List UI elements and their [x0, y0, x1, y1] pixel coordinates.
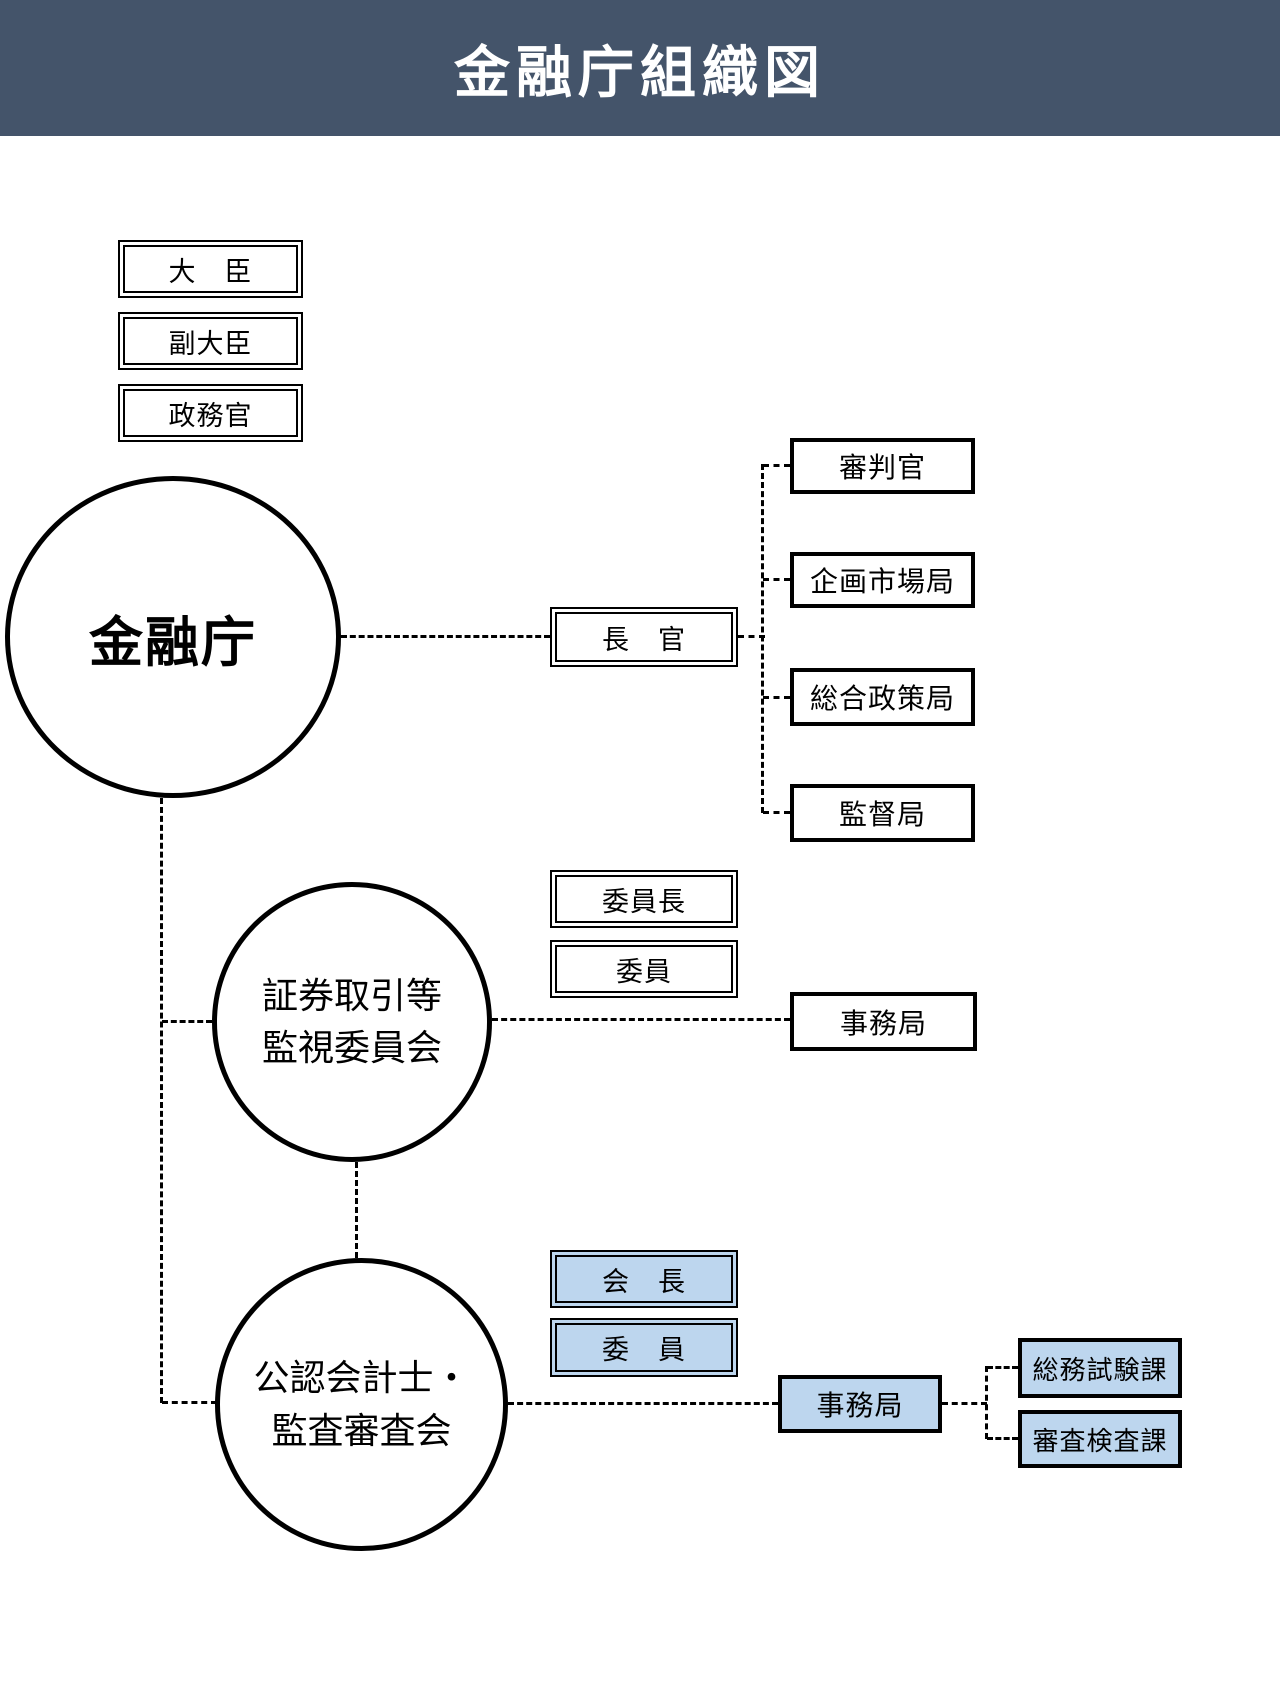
cpaaob-chairperson-box: 会 長 [550, 1250, 738, 1308]
parliamentary-secretary-box: 政務官 [118, 384, 303, 442]
commissioner-box: 長 官 [550, 607, 738, 667]
cpaaob-label-line2: 監査審査会 [271, 1409, 452, 1451]
connector-secretariat-junction [942, 1402, 987, 1405]
connector-left-trunk [160, 798, 163, 1403]
sesc-secretariat-box: 事務局 [790, 992, 977, 1051]
sesc-circle: 証券取引等 監視委員会 [212, 882, 492, 1162]
bureau-label: 審判官 [838, 452, 926, 483]
vice-minister-label: 副大臣 [123, 317, 298, 365]
division-label: 総務試験課 [1032, 1354, 1168, 1385]
cpaaob-commissioners-label: 委 員 [555, 1323, 733, 1372]
connector-divisions-vertical [985, 1366, 988, 1439]
connector-cpaaob-secretariat [508, 1402, 778, 1405]
cpaaob-secretariat-label: 事務局 [816, 1390, 904, 1421]
connector-bureau-3 [763, 696, 790, 699]
minister-box: 大 臣 [118, 240, 303, 298]
division-box-general-affairs-exam: 総務試験課 [1018, 1338, 1182, 1398]
sesc-label-line2: 監視委員会 [261, 1027, 442, 1068]
vice-minister-box: 副大臣 [118, 312, 303, 370]
bureau-label: 企画市場局 [809, 566, 955, 597]
connector-trunk-cpaaob [162, 1401, 217, 1404]
division-label: 審査検査課 [1032, 1425, 1168, 1456]
cpaaob-secretariat-box: 事務局 [778, 1375, 942, 1433]
connector-commissioner-junction [738, 635, 765, 638]
cpaaob-circle: 公認会計士・ 監査審査会 [215, 1258, 508, 1551]
division-box-review-inspection: 審査検査課 [1018, 1410, 1182, 1468]
bureau-label: 監督局 [838, 799, 926, 830]
bureau-box-hearing-officer: 審判官 [790, 438, 975, 494]
cpaaob-commissioners-box: 委 員 [550, 1318, 738, 1377]
sesc-commissioners-label: 委員 [555, 945, 733, 993]
fsa-circle: 金融庁 [5, 476, 341, 798]
bureau-box-policy-markets: 企画市場局 [790, 552, 975, 608]
sesc-chairperson-box: 委員長 [550, 870, 738, 928]
connector-fsa-commissioner [341, 635, 550, 638]
commissioner-label: 長 官 [555, 612, 733, 662]
sesc-secretariat-label: 事務局 [839, 1007, 927, 1039]
sesc-commissioners-box: 委員 [550, 940, 738, 998]
bureau-box-strategy: 総合政策局 [790, 668, 975, 726]
parliamentary-secretary-label: 政務官 [123, 389, 298, 437]
sesc-label-line1: 証券取引等 [261, 974, 442, 1016]
sesc-chairperson-label: 委員長 [555, 875, 733, 923]
connector-division-1 [987, 1366, 1018, 1369]
connector-bureau-2 [763, 578, 790, 581]
bureau-label: 総合政策局 [809, 683, 955, 714]
page-title: 金融庁組織図 [454, 40, 826, 104]
connector-division-2 [987, 1437, 1018, 1440]
title-banner: 金融庁組織図 [0, 0, 1280, 136]
connector-sesc-secretariat [492, 1018, 790, 1021]
cpaaob-chairperson-label: 会 長 [555, 1255, 733, 1303]
connector-bureau-4 [763, 811, 790, 814]
cpaaob-label-line1: 公認会計士・ [253, 1357, 470, 1399]
bureau-box-supervision: 監督局 [790, 784, 975, 842]
fsa-label: 金融庁 [89, 612, 257, 673]
connector-bureaus-vertical [761, 464, 764, 813]
connector-bureau-1 [763, 464, 790, 467]
connector-trunk-sesc [162, 1020, 212, 1023]
connector-sesc-cpaaob [355, 1162, 358, 1258]
minister-label: 大 臣 [123, 245, 298, 293]
